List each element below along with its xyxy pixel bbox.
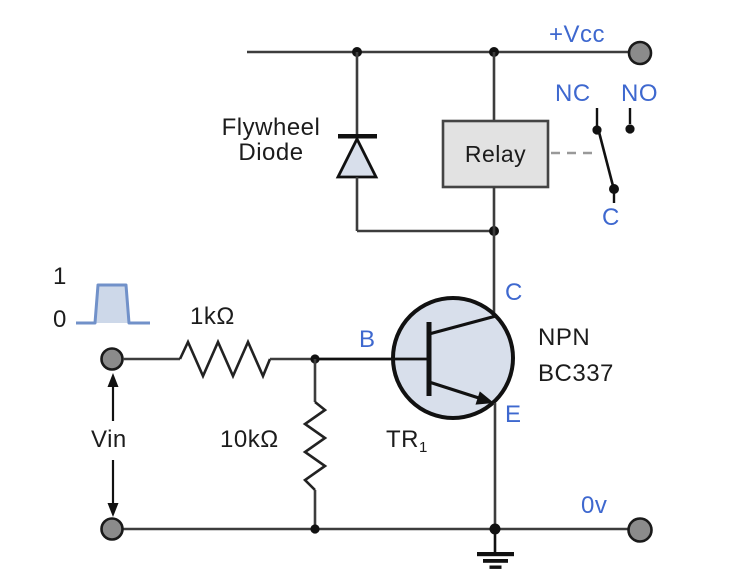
transistor-type-label: NPN	[538, 324, 591, 351]
emitter-label: E	[505, 401, 522, 428]
diode-body	[335, 135, 379, 179]
logic-high-label: 1	[53, 263, 67, 290]
common-contact-dot	[609, 184, 619, 194]
junction-dot-r2-bottom	[310, 524, 320, 534]
vcc-label: +Vcc	[549, 21, 606, 48]
ground-bar-2	[483, 559, 508, 563]
vin-arrow	[107, 373, 119, 517]
flywheel-diode-symbol	[335, 52, 494, 233]
common-label: C	[602, 204, 620, 231]
ground-rail-label: 0v	[581, 492, 608, 519]
transistor-symbol	[315, 296, 515, 420]
vin-arrowhead-up	[107, 373, 119, 387]
flywheel-diode-label: Flywheel Diode	[207, 114, 335, 167]
flywheel-line1: Flywheel	[221, 114, 321, 141]
r2-value-label: 10kΩ	[220, 426, 279, 453]
no-label: NO	[621, 80, 658, 107]
vcc-terminal	[627, 40, 653, 66]
resistor-r2	[302, 400, 328, 491]
flywheel-line2: Diode	[238, 139, 304, 167]
vin-label: Vin	[91, 426, 127, 453]
ground-bar-3	[489, 565, 502, 569]
ground-bar-1	[477, 552, 514, 557]
no-contact-dot	[625, 124, 635, 134]
vin-arrowhead-down	[107, 503, 119, 517]
collector-lead	[428, 314, 497, 336]
transistor-ref-subscript: 1	[419, 439, 428, 456]
transistor-ref-label: TR1	[386, 427, 428, 456]
pulse-trace	[76, 283, 150, 325]
emitter-arrow	[475, 391, 494, 405]
relay-contacts	[592, 108, 635, 203]
base-label: B	[359, 326, 376, 353]
r1-value-label: 1kΩ	[190, 303, 235, 330]
logic-low-label: 0	[53, 306, 67, 333]
transistor-part-label: BC337	[538, 360, 614, 387]
ground-symbol	[477, 529, 514, 569]
resistor-r1	[178, 338, 272, 380]
ground-terminal	[627, 517, 653, 543]
base-bar	[426, 322, 432, 396]
collector-label: C	[505, 279, 523, 306]
nc-label: NC	[555, 80, 591, 107]
emitter-lead	[428, 380, 483, 401]
relay-label: Relay	[464, 140, 527, 167]
pulse-waveform-icon	[76, 283, 150, 325]
transistor-ref-text: TR	[386, 426, 419, 453]
pulse-fill	[95, 285, 129, 323]
diode-cathode-bar	[338, 134, 377, 139]
relay-box	[441, 119, 550, 189]
switch-blade	[597, 131, 615, 187]
input-terminal-top	[100, 347, 124, 371]
input-terminal-bottom	[100, 517, 124, 541]
